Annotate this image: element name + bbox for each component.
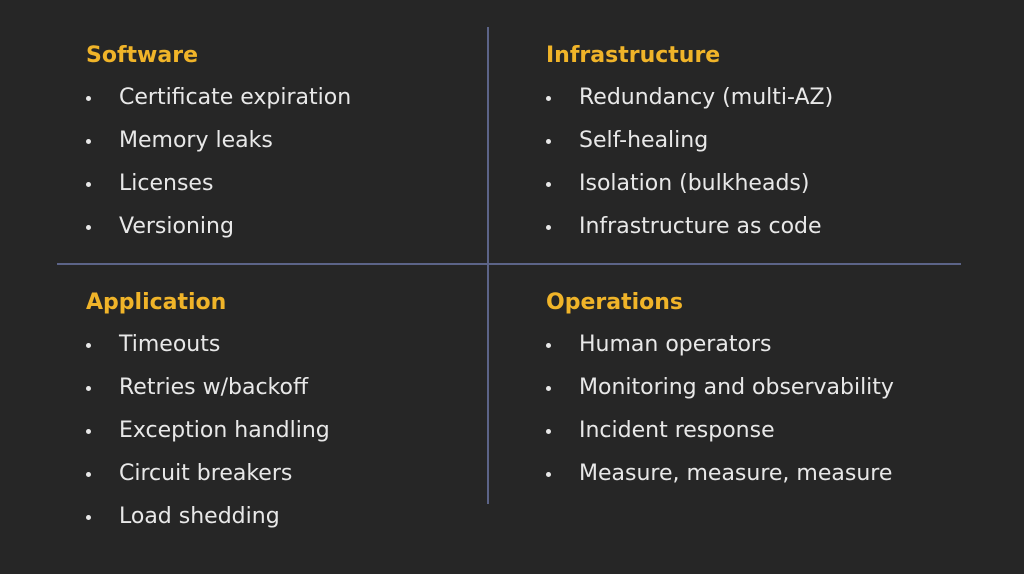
bullet-icon (86, 515, 91, 520)
list-item-label: Licenses (119, 171, 214, 196)
quadrant-title: Application (86, 290, 227, 315)
list-item: Load shedding (86, 502, 330, 545)
list-item-label: Self-healing (579, 128, 709, 153)
list-item-label: Incident response (579, 418, 775, 443)
bullet-icon (86, 139, 91, 144)
bullet-icon (546, 429, 551, 434)
list-item-label: Infrastructure as code (579, 214, 822, 239)
quadrant-infrastructure: Infrastructure Redundancy (multi-AZ) Sel… (546, 40, 833, 255)
bullet-icon (546, 472, 551, 477)
quadrant-operations: Operations Human operators Monitoring an… (546, 287, 894, 502)
quadrant-application: Application Timeouts Retries w/backoff E… (86, 287, 330, 545)
list-item: Exception handling (86, 416, 330, 459)
list-item-label: Circuit breakers (119, 461, 293, 486)
list-item-label: Monitoring and observability (579, 375, 894, 400)
bullet-icon (86, 343, 91, 348)
quadrant-title: Software (86, 43, 198, 68)
bullet-icon (86, 429, 91, 434)
list-item: Memory leaks (86, 126, 351, 169)
bullet-icon (86, 472, 91, 477)
list-item: Redundancy (multi-AZ) (546, 83, 833, 126)
list-item: Monitoring and observability (546, 373, 894, 416)
list-item-label: Memory leaks (119, 128, 273, 153)
list-item-label: Retries w/backoff (119, 375, 309, 400)
list-item: Measure, measure, measure (546, 459, 894, 502)
list-item: Certificate expiration (86, 83, 351, 126)
bullet-icon (86, 225, 91, 230)
list-item-label: Exception handling (119, 418, 330, 443)
list-item-label: Isolation (bulkheads) (579, 171, 810, 196)
bullet-icon (86, 182, 91, 187)
list-item: Isolation (bulkheads) (546, 169, 833, 212)
bullet-icon (546, 386, 551, 391)
list-item: Retries w/backoff (86, 373, 330, 416)
quadrant-software: Software Certificate expiration Memory l… (86, 40, 351, 255)
bullet-icon (546, 182, 551, 187)
list-item-label: Load shedding (119, 504, 280, 529)
bullet-icon (546, 96, 551, 101)
bullet-list: Certificate expiration Memory leaks Lice… (86, 83, 351, 255)
horizontal-divider (57, 263, 961, 265)
quadrant-title: Infrastructure (546, 43, 721, 68)
quadrant-title: Operations (546, 290, 683, 315)
bullet-icon (546, 139, 551, 144)
list-item-label: Versioning (119, 214, 234, 239)
list-item: Versioning (86, 212, 351, 255)
list-item-label: Human operators (579, 332, 772, 357)
bullet-icon (546, 343, 551, 348)
list-item: Circuit breakers (86, 459, 330, 502)
bullet-list: Human operators Monitoring and observabi… (546, 330, 894, 502)
list-item: Human operators (546, 330, 894, 373)
list-item-label: Redundancy (multi-AZ) (579, 85, 834, 110)
list-item-label: Measure, measure, measure (579, 461, 893, 486)
bullet-list: Redundancy (multi-AZ) Self-healing Isola… (546, 83, 833, 255)
list-item: Incident response (546, 416, 894, 459)
vertical-divider (487, 27, 489, 504)
list-item-label: Timeouts (119, 332, 221, 357)
bullet-icon (86, 386, 91, 391)
list-item-label: Certificate expiration (119, 85, 352, 110)
bullet-icon (546, 225, 551, 230)
list-item: Licenses (86, 169, 351, 212)
list-item: Timeouts (86, 330, 330, 373)
list-item: Self-healing (546, 126, 833, 169)
list-item: Infrastructure as code (546, 212, 833, 255)
bullet-list: Timeouts Retries w/backoff Exception han… (86, 330, 330, 545)
bullet-icon (86, 96, 91, 101)
